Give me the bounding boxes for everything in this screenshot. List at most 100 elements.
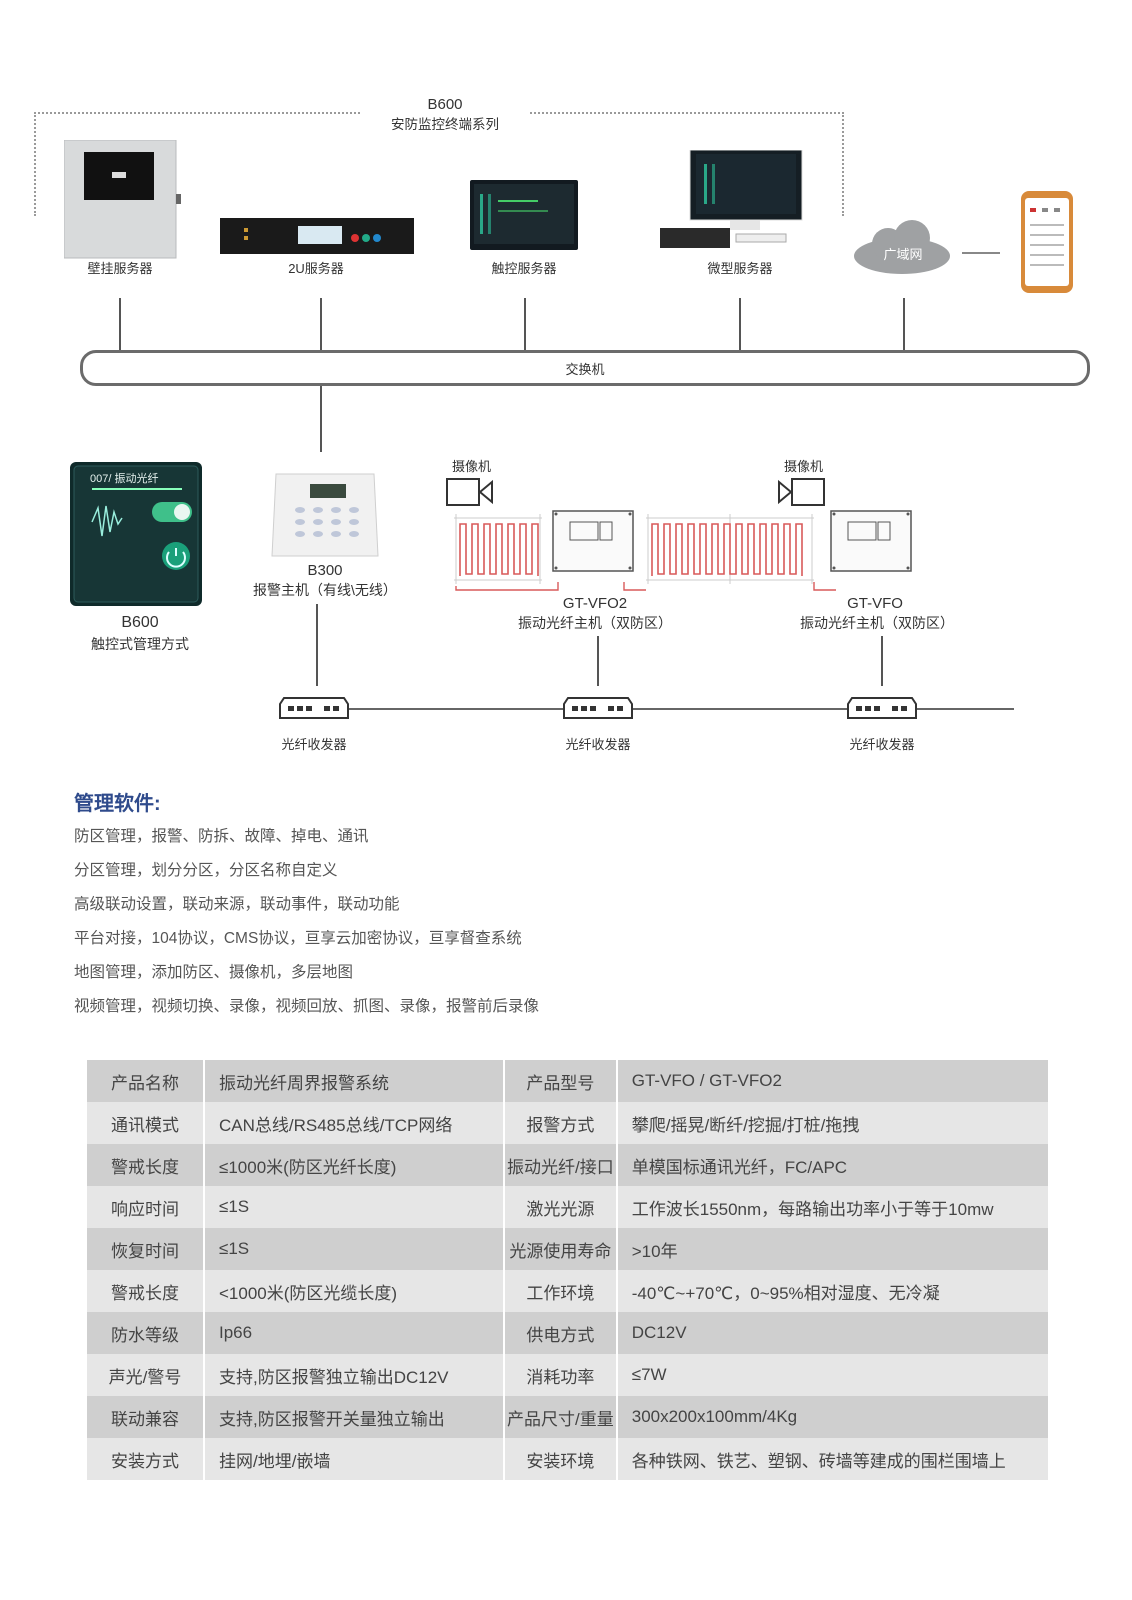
wan-cloud-icon: [852, 220, 952, 281]
connector-b300-to-transceiver: [316, 604, 318, 686]
b600-touch-panel-image: [70, 462, 204, 613]
spec-key: 消耗功率: [505, 1354, 616, 1396]
connector-host2-to-transceiver: [881, 636, 883, 686]
host-2-model: GT-VFO: [847, 595, 903, 612]
b600-panel-title: B600: [121, 614, 159, 631]
spec-key: 工作环境: [505, 1270, 616, 1312]
spec-row: 安装方式挂网/地埋/嵌墙安装环境各种铁网、铁艺、塑钢、砖墙等建成的围栏围墙上: [87, 1438, 1048, 1480]
spec-key: 防水等级: [87, 1312, 203, 1354]
spec-value: 各种铁网、铁艺、塑钢、砖墙等建成的围栏围墙上: [617, 1438, 1048, 1480]
switch-label: 交换机: [565, 362, 605, 377]
transceiver-label-3: 光纤收发器: [849, 737, 915, 752]
fiber-link-lines: [454, 580, 924, 599]
spec-value: ≤7W: [617, 1354, 1048, 1396]
management-line: 地图管理，添加防区、摄像机，多层地图: [74, 964, 354, 981]
management-line: 分区管理，划分分区，分区名称自定义: [74, 862, 338, 879]
spec-key: 安装环境: [505, 1438, 616, 1480]
camera-label-1: 摄像机: [452, 459, 492, 474]
touch-server-image: [470, 180, 580, 257]
camera-icon-2: [776, 476, 826, 513]
spec-value: 300x200x100mm/4Kg: [617, 1396, 1048, 1438]
spec-key: 产品型号: [505, 1060, 616, 1102]
transceiver-label-2: 光纤收发器: [565, 737, 631, 752]
spec-value: ≤1S: [205, 1228, 503, 1270]
spec-row: 警戒长度≤1000米(防区光纤长度)振动光纤/接口单模国标通讯光纤，FC/APC: [87, 1144, 1048, 1186]
device-label-touch-server: 触控服务器: [491, 261, 557, 276]
spec-key: 安装方式: [87, 1438, 203, 1480]
series-title: B600: [427, 96, 463, 113]
wan-to-phone-line: [962, 252, 1000, 254]
spec-row: 警戒长度<1000米(防区光缆长度)工作环境-40℃~+70℃，0~95%相对湿…: [87, 1270, 1048, 1312]
2u-server-image: [220, 218, 416, 261]
device-label-wall-server: 壁挂服务器: [87, 261, 153, 276]
spec-key: 警戒长度: [87, 1144, 203, 1186]
spec-key: 光源使用寿命: [505, 1228, 616, 1270]
b300-alarm-host-image: [270, 472, 380, 563]
spec-key: 报警方式: [505, 1102, 616, 1144]
camera-label-2: 摄像机: [784, 459, 824, 474]
host-2-desc: 振动光纤主机（双防区）: [800, 615, 954, 631]
transceiver-icon-2: [562, 690, 634, 727]
mobile-phone-icon: [1020, 190, 1074, 299]
management-title: 管理软件:: [74, 793, 161, 815]
spec-value: 挂网/地埋/嵌墙: [205, 1438, 503, 1480]
fiber-zone-2-image: [646, 514, 816, 591]
spec-key: 恢复时间: [87, 1228, 203, 1270]
connector-2u-server: [320, 298, 322, 352]
device-label-micro-server: 微型服务器: [707, 261, 773, 276]
spec-value: 支持,防区报警独立输出DC12V: [205, 1354, 503, 1396]
spec-value: 支持,防区报警开关量独立输出: [205, 1396, 503, 1438]
camera-icon-1: [446, 476, 496, 513]
host-1-model: GT-VFO2: [562, 595, 628, 612]
device-label-2u-server: 2U服务器: [288, 261, 344, 276]
spec-key: 激光光源: [505, 1186, 616, 1228]
management-line: 平台对接，104协议，CMS协议，亘享云加密协议，亘享督查系统: [74, 930, 522, 947]
spec-key: 通讯模式: [87, 1102, 203, 1144]
fiber-backbone-line: [344, 708, 1014, 710]
spec-value: 攀爬/摇晃/断纤/挖掘/打桩/拖拽: [617, 1102, 1048, 1144]
spec-value: ≤1S: [205, 1186, 503, 1228]
b300-title: B300: [307, 562, 343, 579]
spec-value: GT-VFO / GT-VFO2: [617, 1060, 1048, 1102]
transceiver-icon-3: [846, 690, 918, 727]
management-line: 视频管理，视频切换、录像，视频回放、抓图、录像，报警前后录像: [74, 998, 540, 1015]
connector-host1-to-transceiver: [597, 636, 599, 686]
network-switch-bar: 交换机: [80, 350, 1090, 386]
spec-value: >10年: [617, 1228, 1048, 1270]
spec-value: DC12V: [617, 1312, 1048, 1354]
series-title-block: B600 安防监控终端系列: [360, 96, 530, 133]
spec-value: Ip66: [205, 1312, 503, 1354]
spec-key: 产品名称: [87, 1060, 203, 1102]
spec-key: 联动兼容: [87, 1396, 203, 1438]
spec-value: -40℃~+70℃，0~95%相对湿度、无冷凝: [617, 1270, 1048, 1312]
host-gt-vfo2-image: [552, 510, 634, 577]
spec-value: 单模国标通讯光纤，FC/APC: [617, 1144, 1048, 1186]
wan-label: 广域网: [883, 247, 923, 262]
spec-key: 振动光纤/接口: [505, 1144, 616, 1186]
connector-touch-server: [524, 298, 526, 352]
management-line: 高级联动设置，联动来源，联动事件，联动功能: [74, 896, 400, 913]
host-1-desc: 振动光纤主机（双防区）: [518, 615, 672, 631]
spec-key: 产品尺寸/重量: [505, 1396, 616, 1438]
b600-panel-subtitle: 触控式管理方式: [91, 636, 189, 652]
spec-value: 振动光纤周界报警系统: [205, 1060, 503, 1102]
spec-value: ≤1000米(防区光纤长度): [205, 1144, 503, 1186]
transceiver-icon-1: [278, 690, 350, 727]
connector-wall-server: [119, 298, 121, 352]
connector-switch-to-b300: [320, 386, 322, 452]
management-line: 防区管理，报警、防拆、故障、掉电、通讯: [74, 828, 369, 845]
spec-key: 供电方式: [505, 1312, 616, 1354]
transceiver-label-1: 光纤收发器: [281, 737, 347, 752]
connector-micro-server: [739, 298, 741, 352]
spec-value: <1000米(防区光缆长度): [205, 1270, 503, 1312]
b600-panel-screen-text: 007/ 振动光纤: [90, 473, 159, 485]
spec-key: 警戒长度: [87, 1270, 203, 1312]
